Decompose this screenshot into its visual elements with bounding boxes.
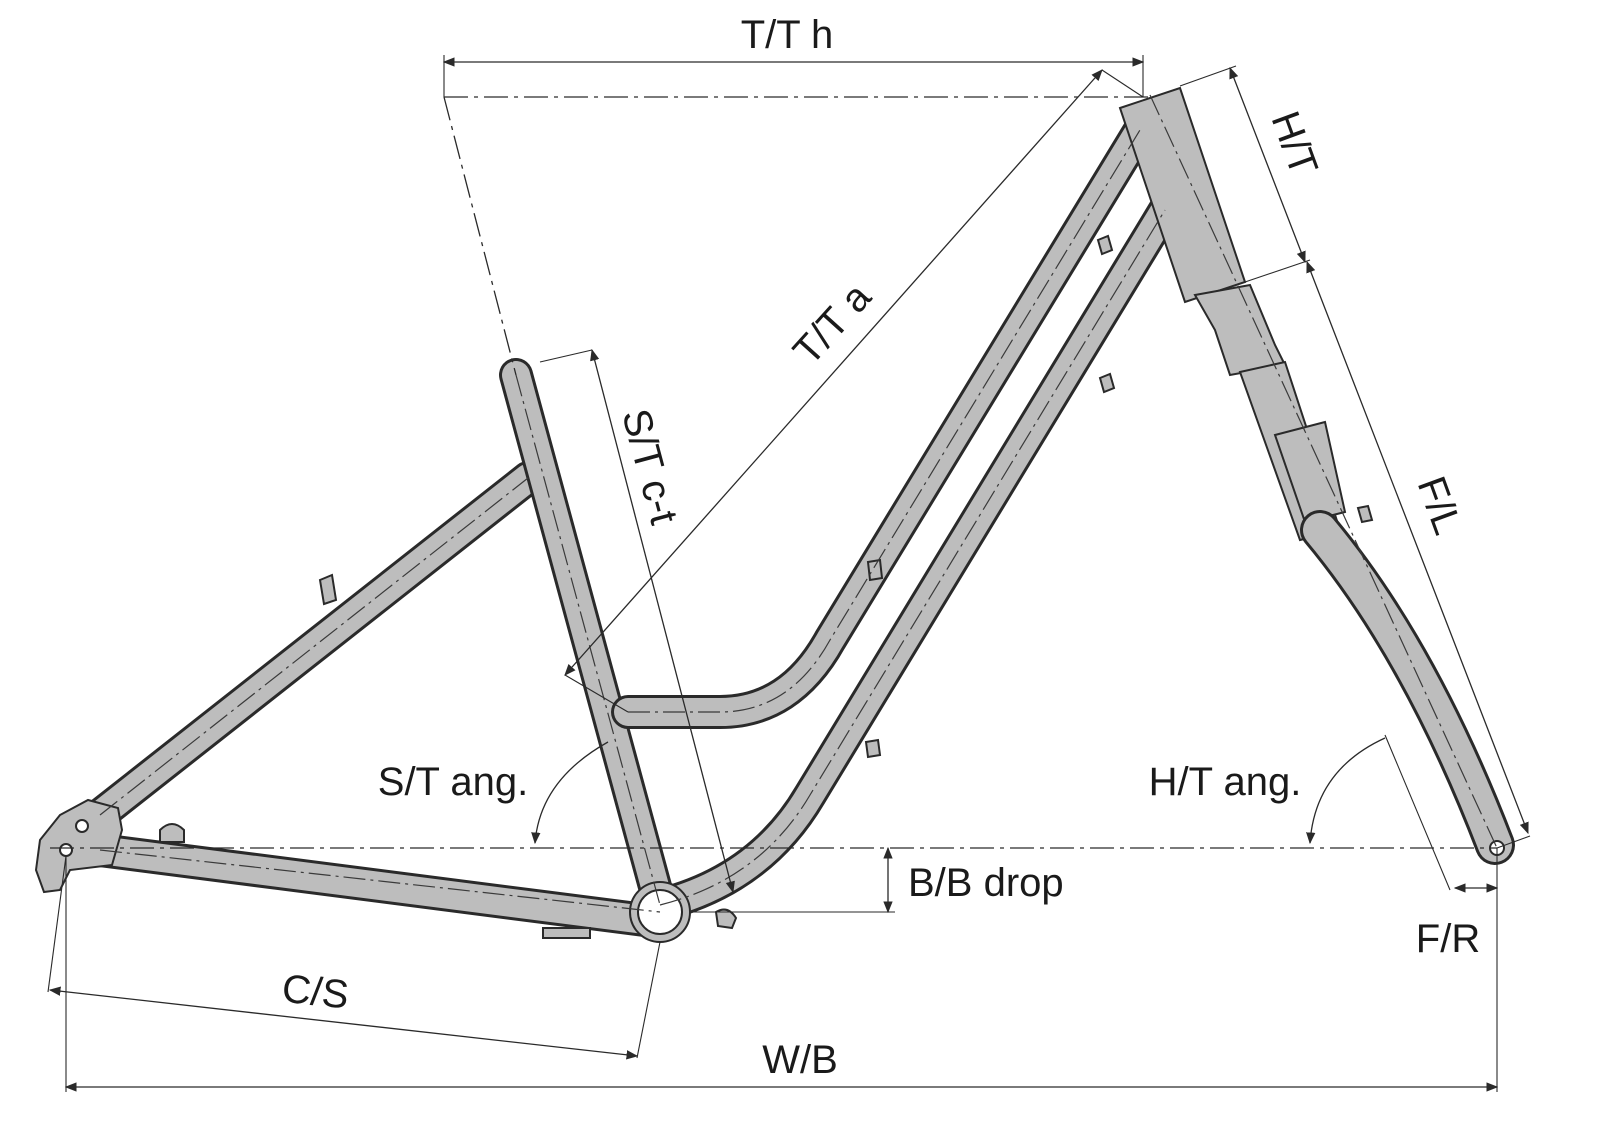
label-wb: W/B	[762, 1038, 838, 1082]
frame	[34, 86, 1515, 943]
dimension-lines	[47, 55, 1531, 1092]
label-fl: F/L	[1409, 471, 1470, 540]
tt-a-dimension	[564, 69, 1103, 676]
label-st-ang: S/T ang.	[378, 760, 528, 804]
rear-dropout	[34, 798, 124, 894]
label-bb-drop: B/B drop	[908, 861, 1064, 905]
label-tt-a: T/T a	[785, 275, 880, 374]
st-angle-arc	[531, 741, 609, 845]
st-ct-dimension	[590, 348, 735, 894]
ht-dimension	[1229, 66, 1306, 264]
top-tube	[611, 113, 1157, 729]
ht-angle-arc	[1306, 737, 1386, 845]
label-fr: F/R	[1416, 917, 1480, 961]
label-st-ct: S/T c-t	[613, 404, 686, 528]
seat-tube-extension-line	[443, 96, 517, 376]
fl-dimension	[1306, 260, 1529, 835]
label-cs: C/S	[280, 967, 351, 1018]
label-ht-ang: H/T ang.	[1149, 760, 1302, 804]
label-tt-h: T/T h	[741, 13, 834, 57]
down-tube	[643, 193, 1182, 922]
cs-dimension	[48, 986, 639, 1060]
chain-stay	[83, 833, 677, 939]
label-ht: H/T	[1263, 106, 1326, 182]
